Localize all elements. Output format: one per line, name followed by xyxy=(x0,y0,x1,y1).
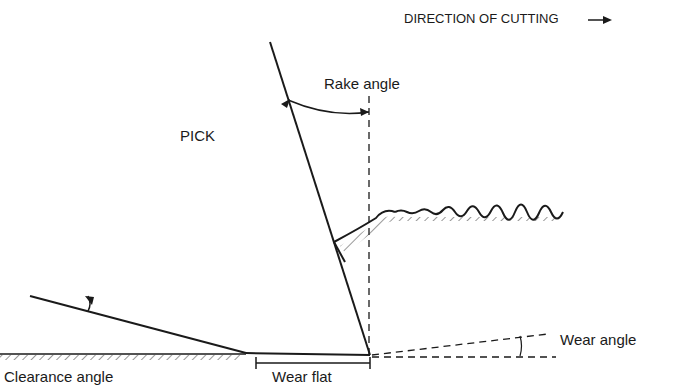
pick-outline xyxy=(30,42,370,355)
wear-flat-bracket xyxy=(256,357,370,369)
wear-angle-arc xyxy=(520,336,522,356)
rock-hatching xyxy=(0,355,240,360)
arrowhead xyxy=(85,296,94,305)
part-label: PICK xyxy=(178,128,217,145)
arrowhead xyxy=(360,108,369,116)
arrowhead xyxy=(603,16,612,24)
chip xyxy=(334,205,563,263)
arrowhead xyxy=(281,99,290,108)
reference-lines xyxy=(369,92,556,357)
chip-hatching xyxy=(340,216,556,254)
rake-angle-arc xyxy=(288,100,369,114)
angle-label: Rake angle xyxy=(322,76,402,93)
angle-label: Clearance angle xyxy=(2,369,115,386)
angle-label: Wear angle xyxy=(558,332,638,349)
rock-surface xyxy=(0,353,246,355)
dimension-label: Wear flat xyxy=(270,369,334,386)
direction-label: DIRECTION OF CUTTING xyxy=(402,12,561,26)
